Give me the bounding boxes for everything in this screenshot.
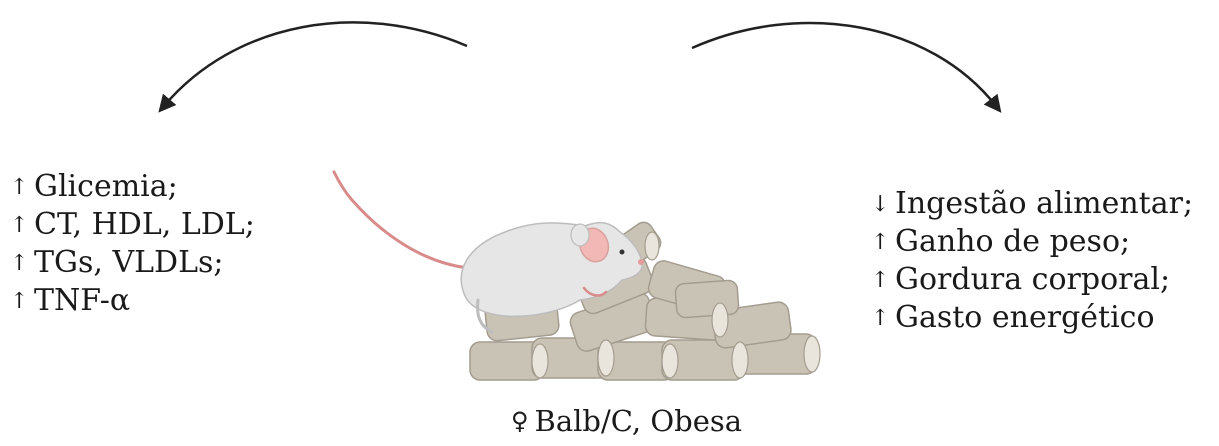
right-effects-list: ↓Ingestão alimentar; ↑Ganho de peso; ↑Go…: [871, 185, 1193, 337]
left-effects-list: ↑Glicemia; ↑CT, HDL, LDL; ↑TGs, VLDLs; ↑…: [10, 168, 255, 320]
left-effect-label: CT, HDL, LDL;: [34, 207, 255, 242]
right-effect-label: Gordura corporal;: [895, 262, 1170, 297]
left-effect-item: ↑TGs, VLDLs;: [10, 244, 255, 282]
left-effect-label: TGs, VLDLs;: [34, 245, 224, 280]
left-effect-label: Glicemia;: [34, 169, 178, 204]
mouse-tail: [334, 172, 468, 268]
right-effect-item: ↓Ingestão alimentar;: [871, 185, 1193, 223]
right-effect-item: ↑Gordura corporal;: [871, 261, 1193, 299]
arrow-up-icon: ↑: [871, 224, 895, 261]
arrow-up-icon: ↑: [10, 169, 34, 206]
arrow-up-icon: ↑: [871, 262, 895, 299]
right-effect-label: Ingestão alimentar;: [895, 186, 1193, 221]
arrow-down-icon: ↓: [871, 186, 895, 223]
mouse-eye: [620, 250, 625, 255]
left-effect-item: ↑Glicemia;: [10, 168, 255, 206]
mouse-caption: ♀Balb/C, Obesa: [511, 404, 742, 438]
arrow-up-icon: ↑: [10, 283, 34, 320]
right-effect-label: Ganho de peso;: [895, 224, 1130, 259]
mouse-ear-back: [571, 224, 589, 246]
arrow-up-icon: ↑: [10, 207, 34, 244]
caption-text: Balb/C, Obesa: [535, 404, 742, 438]
female-symbol-icon: ♀: [511, 407, 529, 435]
arrow-up-icon: ↑: [10, 245, 34, 282]
left-curved-arrow: [164, 22, 467, 106]
right-effect-item: ↑Gasto energético: [871, 299, 1193, 337]
right-curved-arrow: [692, 23, 996, 106]
arrow-up-icon: ↑: [871, 300, 895, 337]
mouse-nose: [638, 259, 644, 265]
left-effect-item: ↑TNF-α: [10, 282, 255, 320]
left-effect-label: TNF-α: [34, 283, 130, 318]
right-effect-label: Gasto energético: [895, 300, 1155, 335]
right-effect-item: ↑Ganho de peso;: [871, 223, 1193, 261]
left-effect-item: ↑CT, HDL, LDL;: [10, 206, 255, 244]
